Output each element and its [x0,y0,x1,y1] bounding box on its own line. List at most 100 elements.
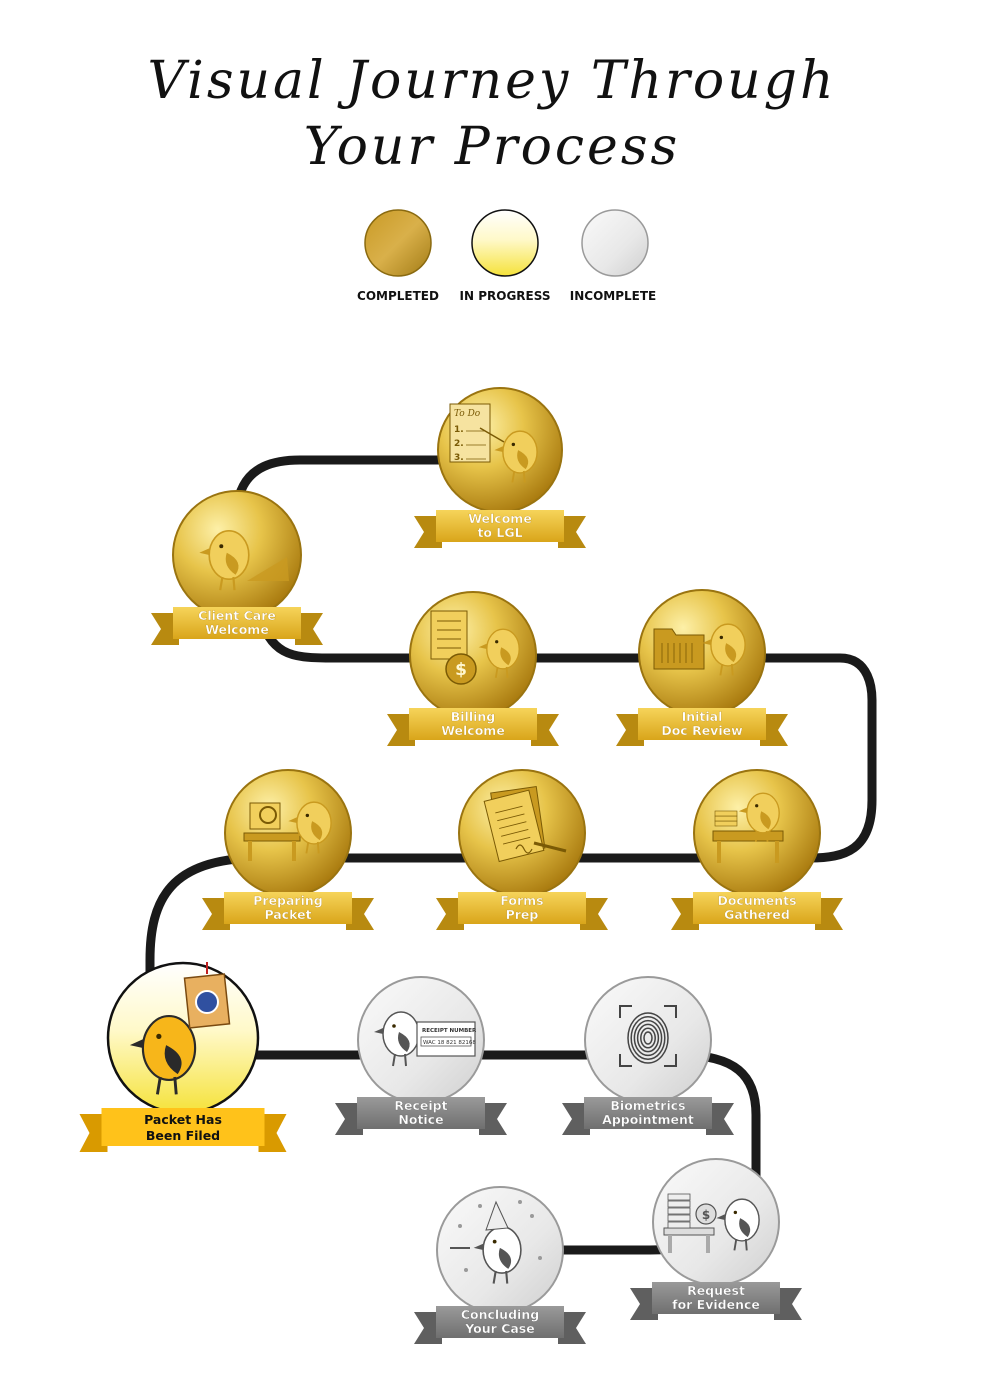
fingerprint-ridge [640,1027,656,1049]
invoice-coin-bird-icon: $ [430,610,520,685]
invoice-document [430,610,468,660]
step-label-line-2: Doc Review [661,723,743,738]
ribbon-tail-right [815,898,843,930]
step-label-line-1: Preparing [253,893,322,908]
step-label-line-2: for Evidence [672,1297,760,1312]
ribbon-band [584,1097,712,1129]
magnifier-icon [259,806,277,824]
ribbon-tail-left [616,714,644,746]
ribbon-tail-right [346,898,374,930]
step-label-line-2: Gathered [724,907,790,922]
confetti-dot [530,1214,534,1218]
step-label-line-2: Notice [398,1112,443,1127]
legend-item-incomplete: INCOMPLETE [570,209,656,303]
signature [515,844,533,854]
coin-symbol: $ [455,660,467,680]
step-label-line-1: Receipt [394,1098,447,1113]
bird-envelope-icon [129,962,231,1095]
title-line-2: Your Process [304,117,680,177]
step-label-line-2: Prep [506,907,539,922]
ribbon-tail-right [760,714,788,746]
book-stack [667,1214,691,1222]
legend-label-in-progress: IN PROGRESS [460,289,551,303]
ribbon-tail-right [706,1103,734,1135]
bird-figure [473,1226,522,1284]
ribbon-tail-left [436,898,464,930]
step-label-line-1: Billing [451,709,496,724]
ribbon-tail-left [79,1114,108,1152]
ribbon-band [357,1097,485,1129]
ribbon-tail-right [580,898,608,930]
fingerprint-ridge [627,1012,669,1064]
ribbon-band [693,892,821,924]
folder-bird-icon [653,623,746,676]
step-label-line-1: Request [687,1283,745,1298]
signed-form-icon [483,786,567,863]
ribbon-tail-left [414,1312,442,1344]
coin-icon [695,1203,717,1225]
ribbon-tail-right [531,714,559,746]
ribbon-tail-left [671,898,699,930]
ribbon-tail-left [387,714,415,746]
step-label-line-1: Concluding [461,1307,539,1322]
party-bird-icon [450,1200,542,1284]
books-coin-bird-icon: $ [663,1193,760,1253]
ribbon-band [101,1108,265,1146]
form-sheet [483,789,545,863]
ribbon-tail-right [774,1288,802,1320]
book-stack [667,1200,691,1208]
ribbon-tail-right [558,1312,586,1344]
ribbon-tail-right [295,613,323,645]
desk [243,832,301,842]
ribbon-band [409,708,537,740]
legend-swatch-incomplete [581,209,649,277]
bird-figure [478,628,520,678]
step-label-line-1: Client Care [198,608,276,623]
pen [533,841,567,853]
confetti-dot [458,1224,462,1228]
ribbon-tail-right [558,516,586,548]
legend-swatch-completed [364,209,432,277]
step-medallion [584,976,712,1104]
ribbon-band [173,607,301,639]
bird-figure [199,529,250,591]
bird-figure [129,1015,197,1095]
paper-stack [714,810,738,817]
fingerprint-icon [619,1005,677,1067]
todo-item: 1. [454,425,464,435]
step-label-line-2: to LGL [477,525,522,540]
fingerprint-ridge [630,1016,666,1060]
todo-list-bird-icon: To Do1.2.3. [449,403,538,483]
step-label-line-2: Your Case [464,1321,534,1336]
legend-label-incomplete: INCOMPLETE [570,289,656,303]
ribbon-band [436,1306,564,1338]
ribbon-band [652,1282,780,1314]
legend-swatch-in-progress [471,209,539,277]
step-label-line-1: Forms [500,893,543,908]
step-label-line-2: Been Filed [146,1128,220,1143]
todo-heading: To Do [454,409,481,419]
ribbon-band [436,510,564,542]
bird-figure [494,430,538,483]
step-label-line-1: Documents [717,893,796,908]
